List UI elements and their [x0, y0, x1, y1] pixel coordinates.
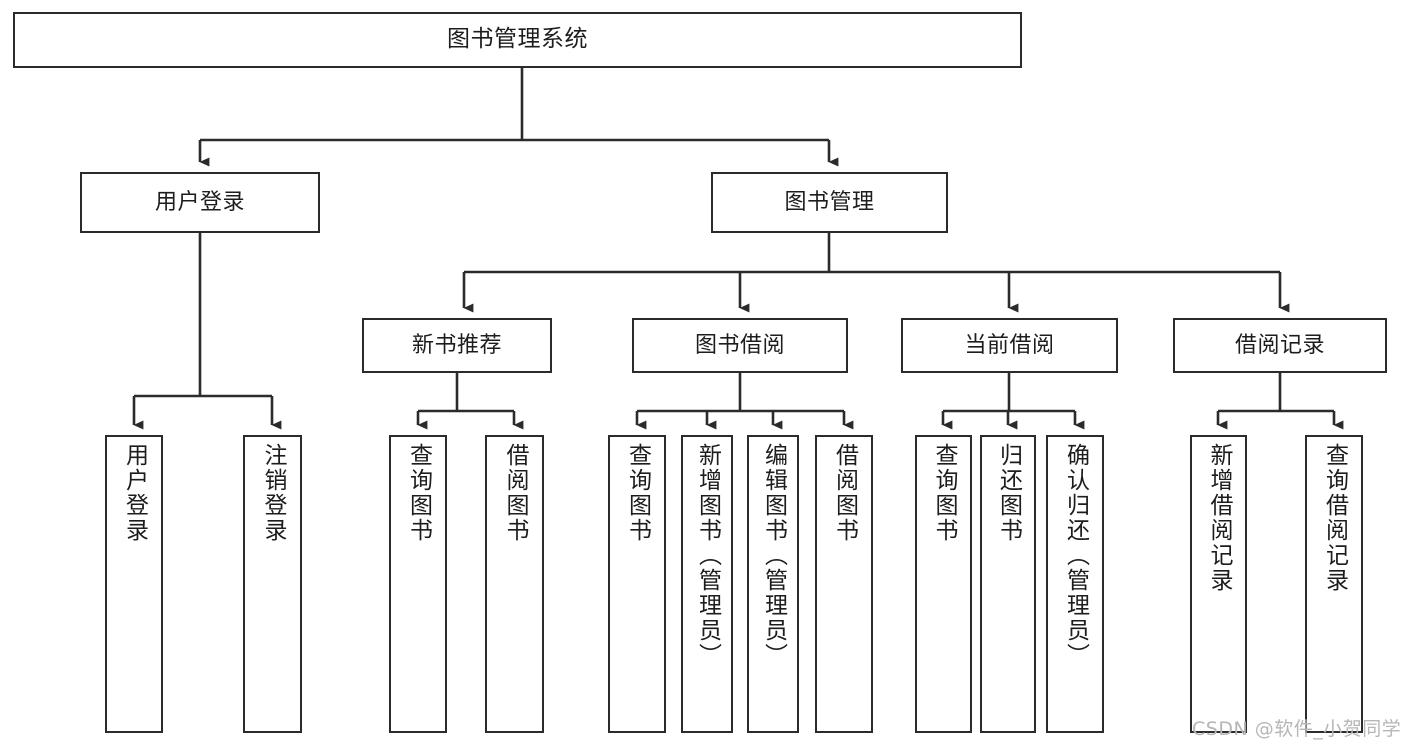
node-new-book-recommend[interactable]: 新书推荐 — [362, 318, 552, 373]
node-label-borrow-record: 借阅记录 — [1234, 332, 1325, 358]
node-leaf-add-record[interactable]: 新增借阅记录 — [1190, 435, 1247, 733]
node-leaf-logout[interactable]: 注销登录 — [243, 435, 302, 733]
csdn-watermark: CSDN @软件_小贺同学 — [1192, 718, 1402, 740]
node-book-borrow[interactable]: 图书借阅 — [632, 318, 848, 373]
node-user-login[interactable]: 用户登录 — [80, 172, 320, 233]
node-leaf-user-login[interactable]: 用户登录 — [105, 435, 163, 733]
node-borrow-record[interactable]: 借阅记录 — [1173, 318, 1387, 373]
node-label-leaf-logout: 注销登录 — [260, 443, 286, 543]
node-leaf-query-book-borrow[interactable]: 查询图书 — [608, 435, 666, 733]
node-label-user-login: 用户登录 — [154, 189, 245, 215]
node-leaf-confirm-return[interactable]: 确认归还（管理员） — [1046, 435, 1104, 733]
node-book-management[interactable]: 图书管理 — [711, 172, 948, 233]
node-label-leaf-add-book: 新增图书（管理员） — [694, 443, 721, 668]
node-leaf-add-book[interactable]: 新增图书（管理员） — [681, 435, 733, 733]
node-label-leaf-user-login: 用户登录 — [121, 443, 148, 543]
node-label-leaf-edit-book: 编辑图书（管理员） — [760, 443, 787, 668]
node-leaf-query-record[interactable]: 查询借阅记录 — [1305, 435, 1363, 733]
node-leaf-borrow-book-new[interactable]: 借阅图书 — [485, 435, 544, 733]
node-label-book-borrow: 图书借阅 — [694, 332, 785, 358]
node-label-current-borrow: 当前借阅 — [964, 332, 1055, 358]
node-leaf-borrow-book[interactable]: 借阅图书 — [815, 435, 873, 733]
node-leaf-query-book-current[interactable]: 查询图书 — [915, 435, 972, 733]
node-label-leaf-query-book-new: 查询图书 — [405, 443, 432, 543]
node-label-root: 图书管理系统 — [447, 26, 588, 53]
node-leaf-edit-book[interactable]: 编辑图书（管理员） — [747, 435, 799, 733]
node-label-leaf-add-record: 新增借阅记录 — [1206, 443, 1232, 593]
node-label-leaf-borrow-book: 借阅图书 — [831, 443, 858, 543]
node-root[interactable]: 图书管理系统 — [13, 12, 1022, 68]
node-label-book-management: 图书管理 — [784, 189, 875, 215]
node-label-leaf-return-book: 归还图书 — [995, 443, 1022, 543]
node-label-leaf-query-book-current: 查询图书 — [931, 443, 957, 543]
node-current-borrow[interactable]: 当前借阅 — [901, 318, 1118, 373]
node-label-leaf-borrow-book-new: 借阅图书 — [502, 443, 528, 543]
node-label-leaf-confirm-return: 确认归还（管理员） — [1062, 443, 1089, 668]
node-label-new-book-recommend: 新书推荐 — [411, 332, 502, 358]
node-label-leaf-query-book-borrow: 查询图书 — [624, 443, 651, 543]
node-leaf-return-book[interactable]: 归还图书 — [980, 435, 1036, 733]
node-leaf-query-book-new[interactable]: 查询图书 — [389, 435, 447, 733]
node-label-leaf-query-record: 查询借阅记录 — [1321, 443, 1348, 593]
